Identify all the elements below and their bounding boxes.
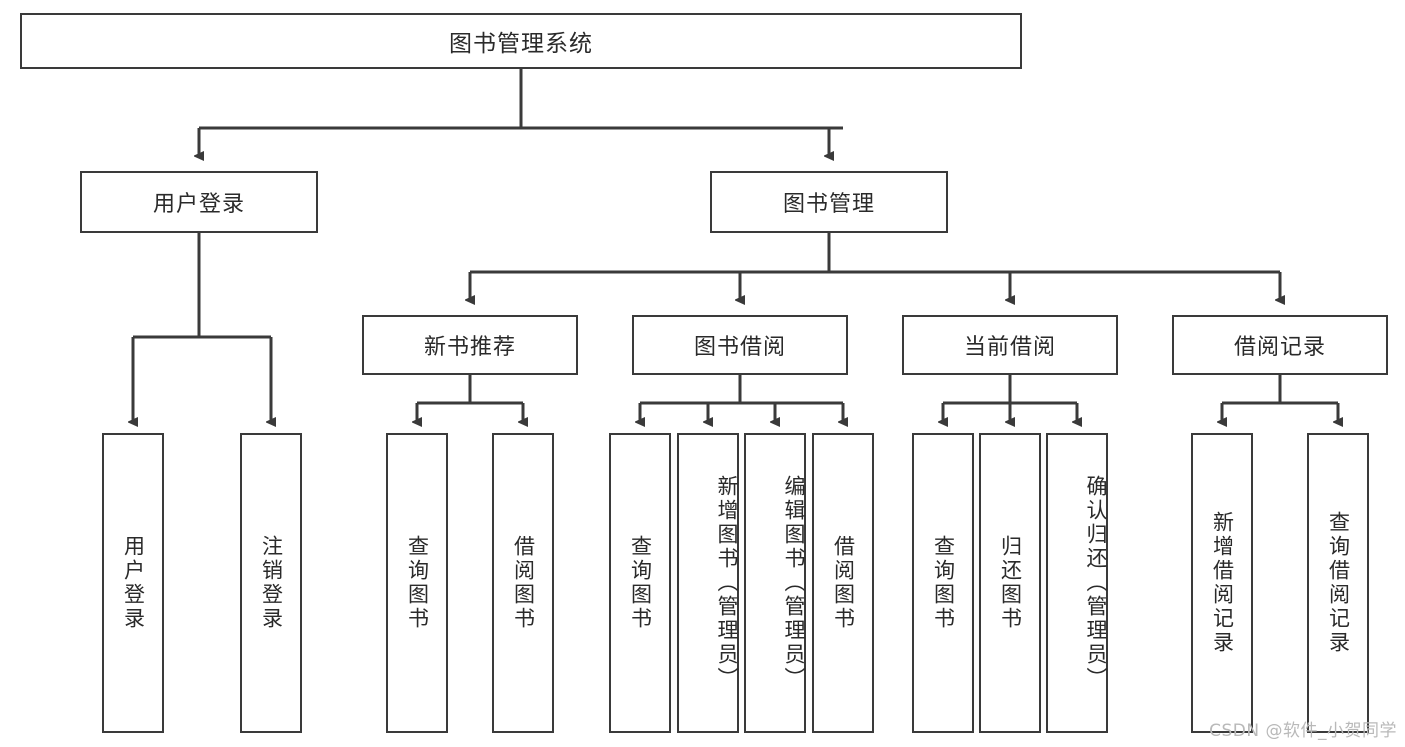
node-label: 当前借阅 [963,335,1056,360]
node-label: 确认归还（管理员） [1084,475,1108,691]
node-label: 查询图书 [628,535,653,631]
node-label: 查询借阅记录 [1326,511,1351,655]
node-leaf-add-book[interactable]: 新增图书（管理员） [677,433,739,733]
node-leaf-return-book[interactable]: 归还图书 [979,433,1041,733]
node-leaf-add-record[interactable]: 新增借阅记录 [1191,433,1253,733]
node-label: 用户登录 [152,192,245,217]
node-label: 新书推荐 [423,335,516,360]
node-label: 图书管理 [782,192,875,217]
node-new-book-rec[interactable]: 新书推荐 [362,315,578,375]
node-leaf-query-record[interactable]: 查询借阅记录 [1307,433,1369,733]
node-label: 归还图书 [998,535,1023,631]
node-book-manage[interactable]: 图书管理 [710,171,948,233]
csdn-watermark: CSDN @软件_小贺同学 [1209,721,1397,741]
node-leaf-edit-book[interactable]: 编辑图书（管理员） [744,433,806,733]
node-user-login[interactable]: 用户登录 [80,171,318,233]
node-label: 新增图书（管理员） [715,475,739,691]
node-label: 图书借阅 [693,335,786,360]
node-label: 借阅记录 [1233,335,1326,360]
node-label: 用户登录 [121,535,146,631]
node-label: 查询图书 [405,535,430,631]
node-leaf-confirm-return[interactable]: 确认归还（管理员） [1046,433,1108,733]
node-leaf-logout[interactable]: 注销登录 [240,433,302,733]
node-root-title[interactable]: 图书管理系统 [20,13,1022,69]
node-label: 注销登录 [259,535,284,631]
node-leaf-query-book-1[interactable]: 查询图书 [386,433,448,733]
node-leaf-query-book-3[interactable]: 查询图书 [912,433,974,733]
node-book-borrow[interactable]: 图书借阅 [632,315,848,375]
node-label: 编辑图书（管理员） [782,475,806,691]
node-leaf-borrow-book-1[interactable]: 借阅图书 [492,433,554,733]
node-label: 查询图书 [931,535,956,631]
node-current-borrow[interactable]: 当前借阅 [902,315,1118,375]
node-leaf-borrow-book-2[interactable]: 借阅图书 [812,433,874,733]
node-label: 借阅图书 [831,535,856,631]
node-borrow-record[interactable]: 借阅记录 [1172,315,1388,375]
node-leaf-user-login[interactable]: 用户登录 [102,433,164,733]
node-label: 图书管理系统 [449,31,593,57]
node-label: 借阅图书 [511,535,536,631]
node-label: 新增借阅记录 [1210,511,1235,655]
node-leaf-query-book-2[interactable]: 查询图书 [609,433,671,733]
